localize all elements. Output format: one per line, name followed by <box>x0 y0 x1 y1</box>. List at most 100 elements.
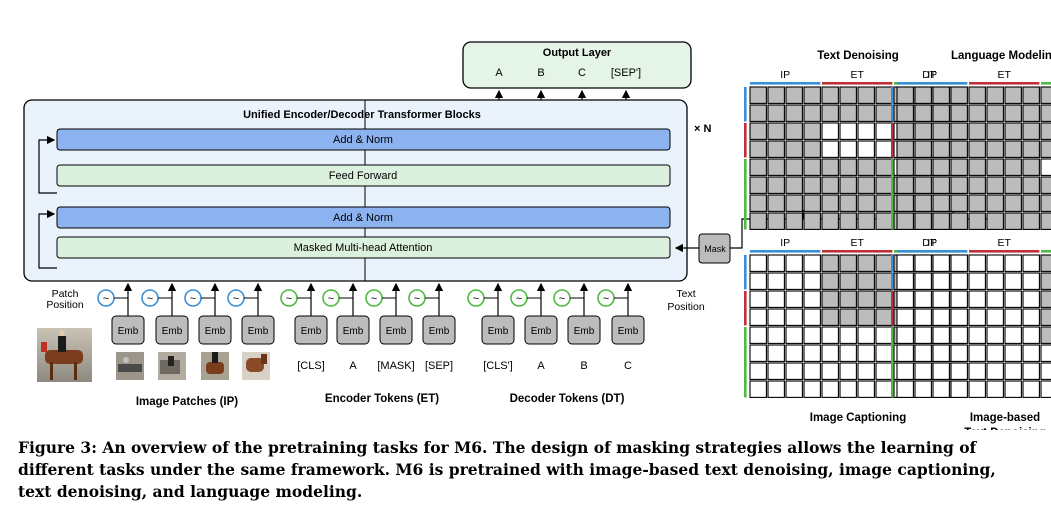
mask-cell <box>839 104 857 122</box>
input-column: Emb~ <box>184 282 232 345</box>
mask-cell <box>932 362 950 380</box>
mask-cell <box>749 86 767 104</box>
segment-label: DT <box>922 69 937 81</box>
mask-cell <box>785 176 803 194</box>
segment-label: IP <box>927 237 937 249</box>
mask-cell <box>950 290 968 308</box>
mask-cell <box>857 308 875 326</box>
mask-cell <box>896 326 914 344</box>
image-patch <box>201 352 229 380</box>
mask-cell <box>749 176 767 194</box>
mask-cell <box>1004 212 1022 230</box>
mask-cell <box>968 176 986 194</box>
segment-side-bar <box>744 327 747 398</box>
mask-cell <box>914 326 932 344</box>
mask-cell <box>950 194 968 212</box>
mask-cell <box>839 272 857 290</box>
mask-cell <box>968 86 986 104</box>
mask-cell <box>839 326 857 344</box>
output-layer: Output Layer A B C [SEP'] <box>462 41 692 89</box>
mask-cell <box>968 122 986 140</box>
mask-cell <box>1004 362 1022 380</box>
mask-cell <box>1040 212 1051 230</box>
mask-cell <box>803 254 821 272</box>
mask-cell <box>986 194 1004 212</box>
mask-title: Language Modeling <box>951 50 1051 62</box>
mask-cell <box>821 272 839 290</box>
mask-cell <box>1004 194 1022 212</box>
position-symbol: ~ <box>286 293 292 305</box>
mask-cell <box>821 380 839 398</box>
mask-cell <box>932 380 950 398</box>
input-column: Emb~ <box>227 282 275 345</box>
mask-cell <box>968 254 986 272</box>
mask-cell <box>1040 86 1051 104</box>
mask-cell <box>986 290 1004 308</box>
mask-cell <box>875 140 893 158</box>
mask-cell <box>749 104 767 122</box>
add-norm-top-label: Add & Norm <box>333 134 393 146</box>
mask-cell <box>1004 86 1022 104</box>
mask-cell <box>749 272 767 290</box>
mask-cell <box>875 272 893 290</box>
input-column: Emb~ <box>322 282 370 345</box>
mask-cell <box>749 344 767 362</box>
emb-label: Emb <box>162 326 183 337</box>
mask-cell <box>950 380 968 398</box>
output-arrows <box>494 89 631 100</box>
mask-cell <box>749 194 767 212</box>
mask-cell <box>767 362 785 380</box>
image-patch <box>158 352 186 380</box>
mask-cell <box>968 212 986 230</box>
emb-label: Emb <box>574 326 595 337</box>
mask-cell <box>968 344 986 362</box>
mask-cell <box>749 140 767 158</box>
input-column: Emb~ <box>97 282 145 345</box>
mask-cell <box>932 86 950 104</box>
mask-cell <box>986 176 1004 194</box>
emb-label: Emb <box>618 326 639 337</box>
mask-cell <box>749 290 767 308</box>
mask-cell <box>839 86 857 104</box>
output-token: B <box>537 67 544 79</box>
segment-label: DT <box>922 237 937 249</box>
mask-cell <box>785 308 803 326</box>
mask-cell <box>749 362 767 380</box>
mask-cell <box>968 380 986 398</box>
mask-cell <box>914 140 932 158</box>
input-column: Emb~ <box>553 282 601 345</box>
mask-cell <box>896 362 914 380</box>
m6-architecture-diagram: Output Layer A B C [SEP'] Unified Encode… <box>23 41 1051 430</box>
mask-cell <box>785 158 803 176</box>
mask-cell <box>932 272 950 290</box>
mask-cell <box>914 362 932 380</box>
transformer-block: Unified Encoder/Decoder Transformer Bloc… <box>23 99 711 282</box>
mask-cell <box>1040 380 1051 398</box>
mask-cell <box>896 380 914 398</box>
full-image-thumbnail <box>37 328 92 382</box>
mask-cell <box>932 212 950 230</box>
mask-cell <box>950 104 968 122</box>
segment-side-bar <box>891 159 894 230</box>
mask-cell <box>785 212 803 230</box>
mask-cell <box>914 212 932 230</box>
mask-cell <box>950 212 968 230</box>
mask-cell <box>1022 86 1040 104</box>
mask-cell <box>1022 380 1040 398</box>
mask-cell <box>914 158 932 176</box>
mask-cell <box>857 86 875 104</box>
mask-cell <box>767 104 785 122</box>
mask-cell <box>839 158 857 176</box>
mask-cell <box>839 308 857 326</box>
segment-bar <box>822 82 893 85</box>
mask-cell <box>1022 212 1040 230</box>
segment-bar <box>1041 250 1051 253</box>
encoder-token: [CLS] <box>297 360 325 372</box>
mask-cell <box>968 158 986 176</box>
mask-cell <box>803 344 821 362</box>
mask-cell <box>896 122 914 140</box>
mask-matrix: Language ModelingIPETDT <box>891 50 1051 230</box>
segment-bar <box>750 250 821 253</box>
